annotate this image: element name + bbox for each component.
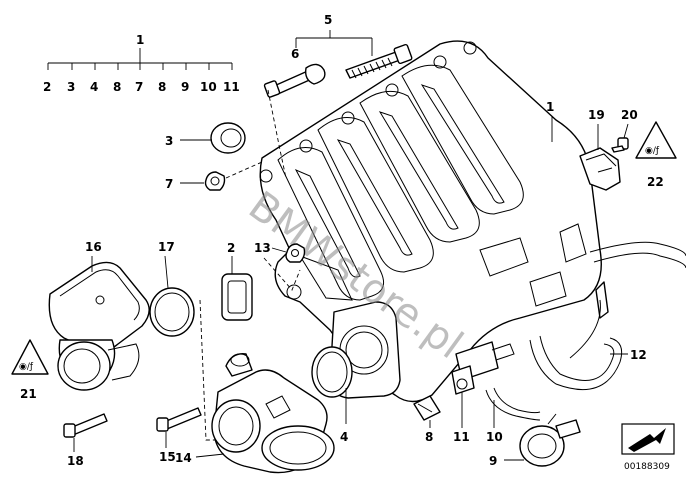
legend-item-4[interactable]: 4: [90, 80, 98, 94]
sensor[interactable]: [579, 147, 621, 191]
legend-item-10[interactable]: 10: [200, 80, 217, 94]
nut[interactable]: [204, 171, 226, 191]
throttle-actuator[interactable]: [48, 261, 150, 391]
egr-valve[interactable]: [211, 353, 335, 474]
callout-2[interactable]: 2: [227, 241, 235, 255]
nut-13[interactable]: [285, 243, 306, 263]
bolt-15[interactable]: [156, 407, 202, 432]
legend-item-5[interactable]: 8: [113, 80, 121, 94]
callout-6[interactable]: 6: [291, 47, 299, 61]
callout-15[interactable]: 15: [159, 450, 176, 464]
warning-symbol-22[interactable]: ◉∕ƒ: [635, 121, 677, 159]
callout-12[interactable]: 12: [630, 348, 647, 362]
diagram-id: 00188309: [624, 462, 670, 472]
callout-18[interactable]: 18: [67, 454, 84, 468]
callout-10[interactable]: 10: [486, 430, 503, 444]
legend-item-7[interactable]: 7: [135, 80, 143, 94]
bolt-20[interactable]: [611, 137, 629, 153]
pressure-converter[interactable]: [451, 341, 515, 395]
callout-7[interactable]: 7: [165, 177, 173, 191]
callout-21[interactable]: 21: [20, 387, 37, 401]
callout-1-legend[interactable]: 1: [136, 33, 144, 47]
legend-group: 1 2 3 4 8 7 8 9 10 11: [43, 33, 240, 94]
clip[interactable]: [413, 395, 441, 421]
callout-4[interactable]: 4: [340, 430, 348, 444]
callout-13[interactable]: 13: [254, 241, 271, 255]
callout-8[interactable]: 8: [425, 430, 433, 444]
bolt-set[interactable]: [263, 30, 413, 179]
gasket-square[interactable]: [221, 273, 253, 321]
callout-11[interactable]: 11: [453, 430, 470, 444]
vacuum-unit[interactable]: [519, 413, 581, 467]
legend-item-9[interactable]: 9: [181, 80, 189, 94]
callout-22[interactable]: 22: [647, 175, 664, 189]
callout-1[interactable]: 1: [546, 100, 554, 114]
legend-item-2[interactable]: 2: [43, 80, 51, 94]
callout-16[interactable]: 16: [85, 240, 102, 254]
warning-text-22: ◉∕ƒ: [645, 146, 660, 156]
callout-20[interactable]: 20: [621, 108, 638, 122]
callout-14[interactable]: 14: [175, 451, 192, 465]
vacuum-hose[interactable]: [529, 241, 686, 391]
hose-10[interactable]: [485, 387, 541, 421]
gasket-round[interactable]: [311, 346, 353, 398]
callout-5[interactable]: 5: [324, 13, 332, 27]
seal-ring[interactable]: [210, 122, 246, 154]
callout-3[interactable]: 3: [165, 134, 173, 148]
intake-manifold[interactable]: [259, 40, 602, 403]
direction-box: [621, 423, 675, 455]
o-ring[interactable]: [149, 287, 195, 337]
legend-item-3[interactable]: 3: [67, 80, 75, 94]
legend-item-8[interactable]: 8: [158, 80, 166, 94]
warning-symbol-21[interactable]: ◉∕ƒ: [11, 339, 49, 375]
warning-text-21: ◉∕ƒ: [19, 362, 34, 372]
callout-9[interactable]: 9: [489, 454, 497, 468]
callout-17[interactable]: 17: [158, 240, 175, 254]
legend-item-11[interactable]: 11: [223, 80, 240, 94]
bolt-18[interactable]: [63, 413, 108, 438]
callout-19[interactable]: 19: [588, 108, 605, 122]
